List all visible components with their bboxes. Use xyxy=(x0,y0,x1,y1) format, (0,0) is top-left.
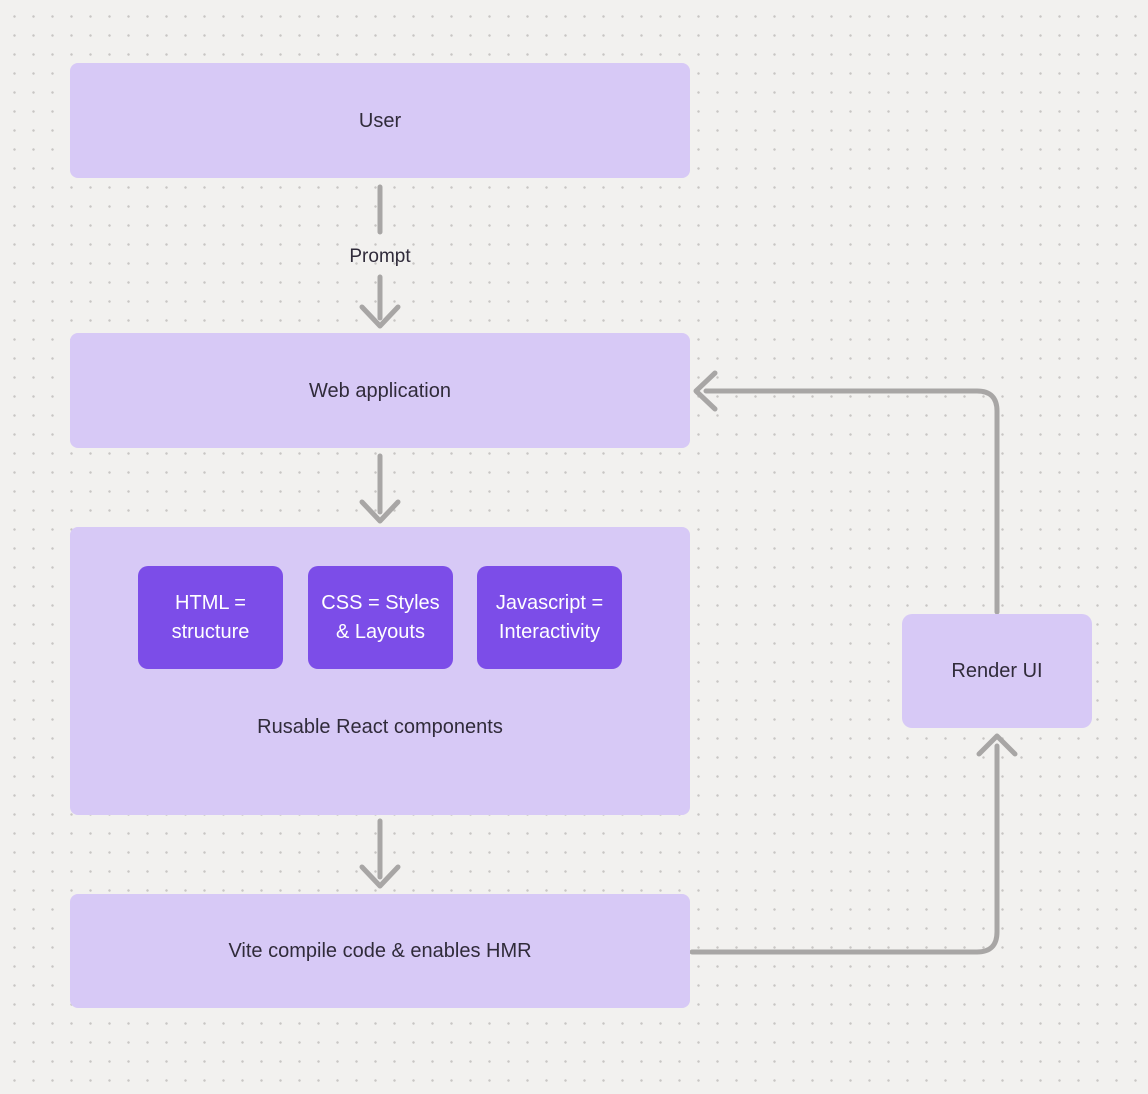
node-web-application-label: Web application xyxy=(309,379,451,402)
connector-components-to-vite[interactable] xyxy=(359,818,401,889)
arrowhead-down-icon xyxy=(359,864,401,889)
connector-line xyxy=(703,388,1000,615)
arrowhead-up-icon xyxy=(976,733,1018,757)
node-vite[interactable]: Vite compile code & enables HMR xyxy=(70,894,690,1008)
components-group-caption-text: Rusable React components xyxy=(257,716,503,738)
node-javascript-interactivity[interactable]: Javascript = Interactivity xyxy=(477,566,622,669)
arrowhead-down-icon xyxy=(359,499,401,524)
node-html-structure-label: HTML = structure xyxy=(171,591,250,643)
connector-vite-to-renderui[interactable] xyxy=(689,733,1018,955)
node-components-group[interactable]: HTML = structure CSS = Styles & Layouts … xyxy=(70,527,690,815)
connector-renderui-to-webapp[interactable] xyxy=(693,370,1000,615)
edge-label-prompt-text: Prompt xyxy=(349,245,411,267)
node-css-styles-label: CSS = Styles & Layouts xyxy=(321,591,440,643)
node-vite-label: Vite compile code & enables HMR xyxy=(228,940,532,962)
components-group-caption: Rusable React components xyxy=(70,712,690,742)
arrowhead-down-icon xyxy=(359,304,401,329)
connector-line xyxy=(689,743,1000,955)
node-render-ui-label: Render UI xyxy=(951,660,1043,682)
node-web-application[interactable]: Web application xyxy=(70,333,690,448)
node-user-label: User xyxy=(358,109,402,132)
node-css-styles[interactable]: CSS = Styles & Layouts xyxy=(308,566,453,669)
node-javascript-interactivity-label: Javascript = Interactivity xyxy=(495,591,604,643)
node-user[interactable]: User xyxy=(70,63,690,178)
arrowhead-left-icon xyxy=(693,370,718,412)
connector-webapp-to-components[interactable] xyxy=(359,453,401,524)
node-render-ui[interactable]: Render UI xyxy=(902,614,1092,728)
edge-label-prompt: Prompt xyxy=(320,243,440,270)
node-html-structure[interactable]: HTML = structure xyxy=(138,566,283,669)
